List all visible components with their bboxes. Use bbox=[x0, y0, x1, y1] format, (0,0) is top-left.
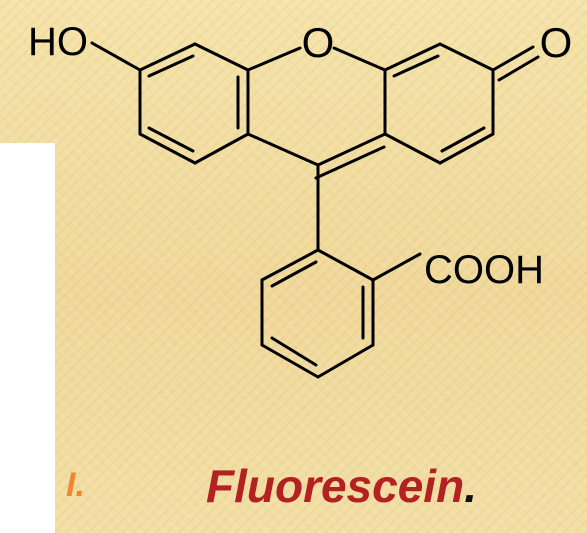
double-bond-inner bbox=[440, 126, 486, 153]
bond bbox=[193, 132, 250, 165]
caption-terminator: . bbox=[464, 460, 477, 512]
bond bbox=[438, 132, 495, 165]
bond bbox=[383, 132, 442, 165]
compound-name: Fluorescein bbox=[206, 460, 465, 512]
double-bond-inner bbox=[497, 55, 540, 82]
double-bond-inner bbox=[392, 54, 440, 78]
bond bbox=[246, 132, 320, 167]
bond bbox=[491, 45, 535, 72]
double-bond-inner bbox=[270, 336, 318, 367]
bond bbox=[246, 46, 302, 72]
bond-lines bbox=[90, 41, 540, 379]
bond bbox=[438, 42, 495, 72]
list-item-marker: I. bbox=[66, 466, 85, 504]
bond bbox=[138, 42, 197, 72]
ketone-oxygen-label: O bbox=[540, 19, 573, 66]
double-bond-inner bbox=[147, 54, 195, 78]
carboxyl-label: COOH bbox=[424, 248, 544, 292]
double-bond-inner bbox=[147, 126, 195, 153]
bond bbox=[316, 248, 375, 282]
bond bbox=[90, 41, 142, 72]
ring-oxygen-label: O bbox=[302, 19, 335, 66]
bond bbox=[332, 46, 387, 72]
bond bbox=[383, 42, 442, 72]
compound-caption: Fluorescein. bbox=[206, 463, 477, 509]
bond bbox=[138, 132, 197, 165]
white-side-panel bbox=[0, 143, 55, 533]
bond bbox=[316, 343, 375, 379]
double-bond-inner bbox=[270, 260, 318, 288]
bond bbox=[260, 343, 320, 379]
bond bbox=[371, 252, 422, 282]
bond bbox=[193, 42, 250, 72]
bond bbox=[316, 132, 387, 167]
double-bond-inner bbox=[314, 145, 386, 180]
hydroxyl-label: HO bbox=[28, 20, 88, 64]
bond bbox=[260, 248, 320, 282]
